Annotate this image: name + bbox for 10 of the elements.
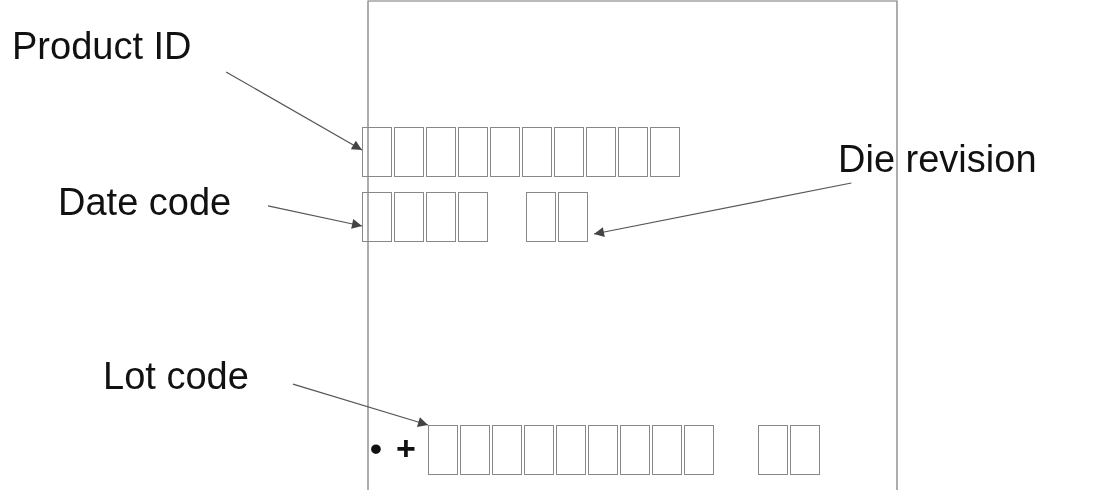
marking-symbol: + xyxy=(396,428,416,468)
callout-label: Product ID xyxy=(12,22,232,72)
marking-symbol: • xyxy=(370,428,382,468)
callout-label: Lot code xyxy=(103,352,293,400)
callout-label: Date code xyxy=(58,178,268,226)
leader-arrow xyxy=(593,182,852,237)
leader-arrow xyxy=(292,383,429,427)
leader-arrow xyxy=(267,205,363,229)
callout-label: Die revision xyxy=(838,135,1106,183)
leader-arrow xyxy=(225,71,363,151)
